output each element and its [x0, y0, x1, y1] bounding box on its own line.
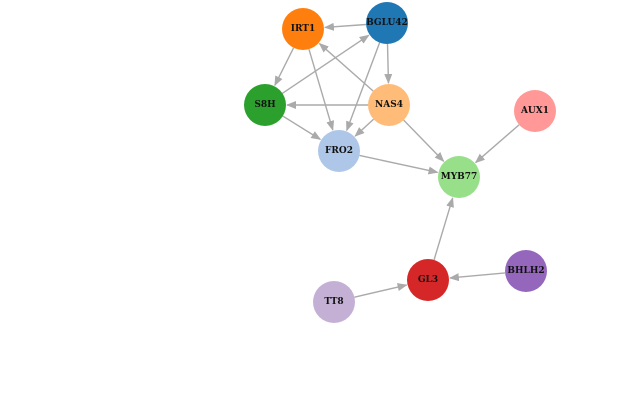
edge-layer	[274, 22, 520, 298]
node-bhlh2[interactable]: BHLH2	[505, 250, 547, 292]
node-gl3[interactable]: GL3	[407, 259, 449, 301]
edge-nas4-to-myb77	[403, 119, 445, 162]
node-label: BGLU42	[366, 18, 408, 28]
edge-aux1-to-myb77	[474, 124, 520, 164]
node-label: FRO2	[325, 146, 353, 156]
node-aux1[interactable]: AUX1	[514, 90, 556, 132]
node-circle	[407, 259, 449, 301]
node-myb77[interactable]: MYB77	[438, 156, 480, 198]
node-label: BHLH2	[507, 266, 544, 276]
node-circle	[282, 8, 324, 50]
node-label: NAS4	[375, 100, 403, 110]
node-s8h[interactable]: S8H	[244, 84, 286, 126]
node-tt8[interactable]: TT8	[313, 281, 355, 323]
edge-irt1-to-s8h	[274, 47, 295, 87]
node-bglu42[interactable]: BGLU42	[366, 2, 408, 44]
node-circle	[318, 130, 360, 172]
node-label: GL3	[418, 275, 438, 285]
edge-bglu42-to-fro2	[346, 42, 381, 132]
node-label: AUX1	[520, 106, 549, 116]
edge-s8h-to-bglu42	[282, 34, 370, 94]
edge-irt1-to-fro2	[308, 48, 335, 131]
edge-nas4-to-irt1	[318, 42, 374, 92]
node-circle	[438, 156, 480, 198]
node-label: MYB77	[441, 172, 478, 182]
node-circle	[244, 84, 286, 126]
node-fro2[interactable]: FRO2	[318, 130, 360, 172]
node-circle	[313, 281, 355, 323]
node-nas4[interactable]: NAS4	[368, 84, 410, 126]
node-label: TT8	[324, 297, 343, 307]
edge-bglu42-to-irt1	[323, 22, 367, 31]
node-circle	[514, 90, 556, 132]
node-label: S8H	[254, 100, 276, 110]
edge-s8h-to-fro2	[282, 115, 322, 140]
node-circle	[368, 84, 410, 126]
edge-bglu42-to-nas4	[384, 43, 393, 85]
edge-bhlh2-to-gl3	[448, 272, 506, 282]
node-circle	[366, 2, 408, 44]
node-label: IRT1	[291, 24, 316, 34]
edge-nas4-to-fro2	[354, 118, 375, 137]
node-irt1[interactable]: IRT1	[282, 8, 324, 50]
edge-gl3-to-myb77	[433, 197, 454, 261]
edge-fro2-to-myb77	[359, 154, 439, 175]
edge-tt8-to-gl3	[354, 283, 408, 298]
node-circle	[505, 250, 547, 292]
